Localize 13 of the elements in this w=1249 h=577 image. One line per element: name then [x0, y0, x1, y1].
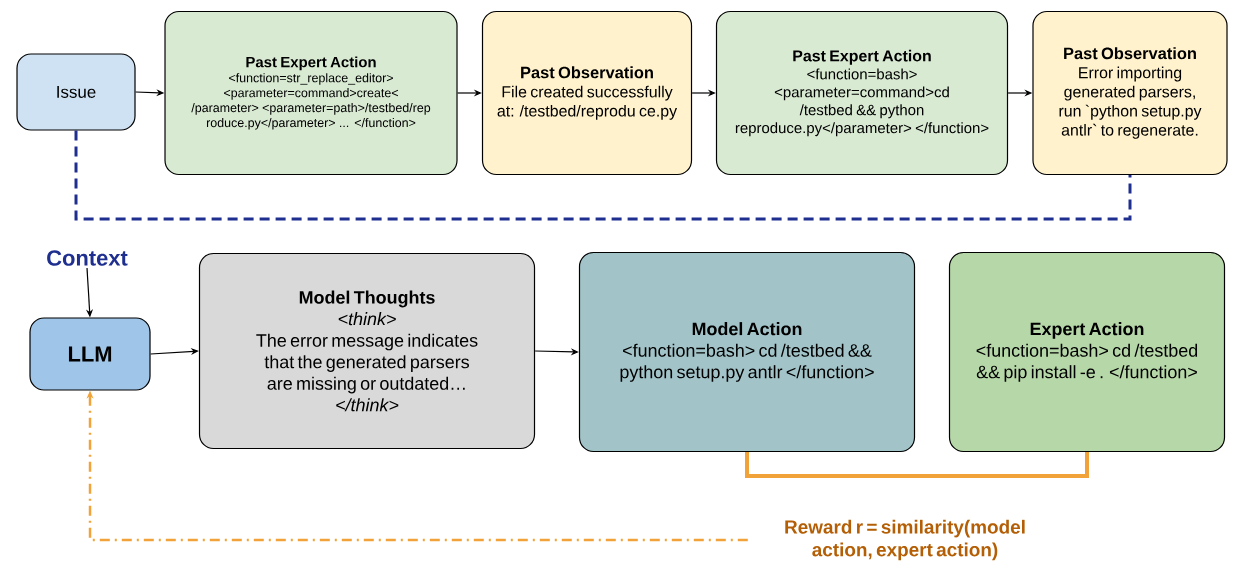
action-box: Model Action <function=bash> cd /testbed && python setup.py antlr </function> [578, 251, 916, 453]
reward-label: Reward r = similarity(model action, expert action) [785, 519, 1025, 561]
context-label: Context [47, 250, 128, 266]
action-box: Expert Action <function=bash> cd /testbed && pip install -e . </function> [948, 251, 1226, 453]
connector-line [745, 452, 1089, 478]
observation-box: Past Observation Error importing generated parsers, run `python setup.py antlr` to regenerate. [1032, 10, 1228, 176]
connector-line [74, 130, 1132, 221]
action-box: Past Expert Action <function=str_replace_editor> <parameter=command>create< /parameter> <parameter=path>/testbed/rep roduce.py</parameter> ... </function> [164, 10, 458, 176]
llm-box: LLM [29, 317, 151, 391]
thoughts-box: Model Thoughts <think> The error message indicates that the generated parsers are missing or outdated… </think> [198, 252, 536, 450]
issue-box: Issue [16, 53, 136, 131]
action-box: Past Expert Action <function=bash> <parameter=command>cd /testbed && python reproduce.py</parameter> </function> [715, 10, 1009, 176]
observation-box: Past Observation File created successfully at: /testbed/reprodu ce.py [481, 10, 693, 176]
